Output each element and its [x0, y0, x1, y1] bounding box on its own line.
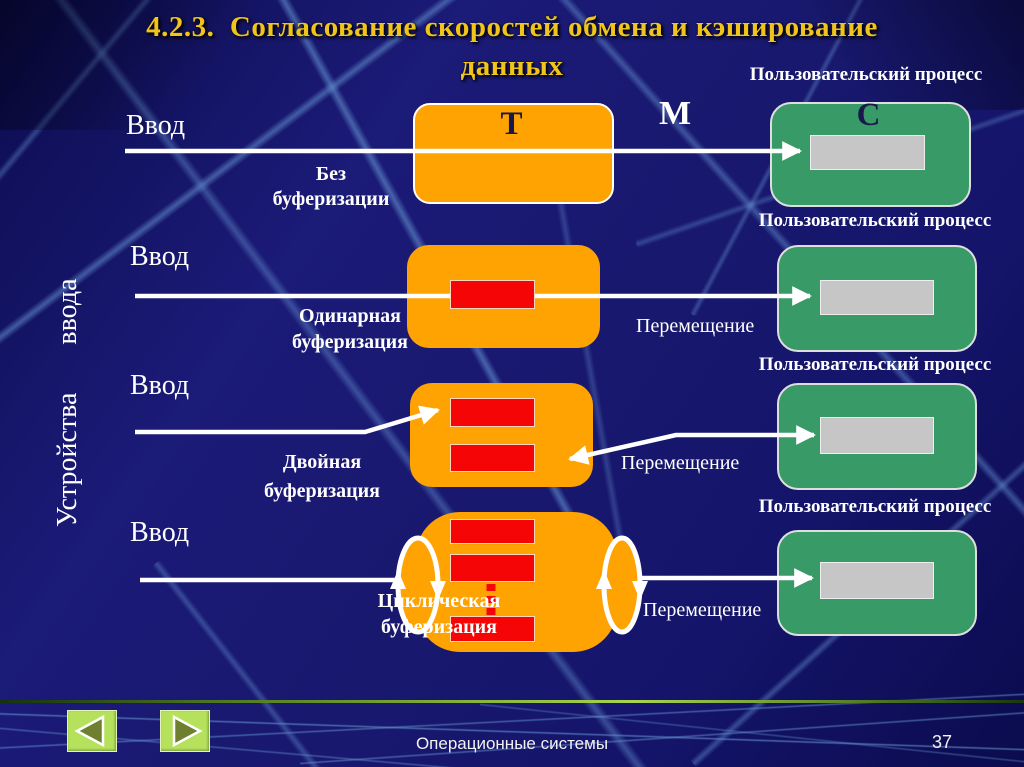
input-label-row1: Ввод	[126, 110, 186, 141]
move-label-row2: Перемещение	[636, 315, 755, 337]
process-memory-cell-row3	[820, 417, 934, 454]
process-label-row2: Пользовательский процесс	[758, 210, 992, 231]
slide-title-line2: данных	[460, 50, 564, 82]
method-line1: Одинарная	[299, 305, 401, 327]
buffer-cell-row2	[450, 280, 535, 309]
side-label-word2: ввода	[52, 278, 83, 345]
footer-course-title: Операционные системы	[415, 734, 609, 753]
device-letter-T: Т	[500, 106, 523, 142]
side-label-input-devices: Устройства ввода	[52, 278, 84, 527]
buffer-cell-row4-c	[450, 616, 535, 642]
triangle-right-icon	[172, 714, 203, 748]
buffer-cell-row3-b	[450, 444, 535, 472]
input-label-row3: Ввод	[130, 370, 190, 401]
method-line1: Без	[315, 163, 347, 185]
next-slide-button[interactable]	[160, 710, 210, 752]
input-label-row2: Ввод	[130, 241, 190, 272]
method-line1: Двойная	[282, 451, 362, 473]
method-label-row4: Циклическая буферизация	[339, 588, 539, 640]
buffer-cell-row4-b	[450, 554, 535, 582]
corner-shadow	[744, 0, 1024, 110]
method-line2: буферизации	[272, 188, 390, 210]
method-label-row3: Двойная буферизация	[222, 448, 422, 506]
process-memory-cell-row2	[820, 280, 934, 315]
previous-slide-button[interactable]	[67, 710, 117, 752]
footer-separator	[0, 700, 1024, 703]
method-line2: буферизация	[263, 480, 380, 502]
buffer-cell-row4-a	[450, 519, 535, 544]
process-memory-cell-row1	[810, 135, 925, 170]
process-label-row3: Пользовательский процесс	[758, 354, 992, 375]
process-label-row1: Пользовательский процесс	[749, 64, 983, 85]
method-label-row2: Одинарная буферизация	[250, 303, 450, 355]
input-label-row4: Ввод	[130, 517, 190, 548]
method-line1: Циклическая	[377, 590, 501, 612]
process-memory-cell-row4	[820, 562, 934, 599]
buffer-cell-row3-a	[450, 398, 535, 427]
memory-letter-M: М	[658, 95, 692, 132]
slide-title-line1: 4.2.3. Согласование скоростей обмена и к…	[146, 11, 878, 43]
triangle-left-icon	[74, 714, 105, 748]
transfer-box-row1	[413, 103, 614, 204]
move-label-row4: Перемещение	[643, 599, 762, 621]
process-letter-C: С	[856, 97, 881, 133]
process-label-row4: Пользовательский процесс	[758, 496, 992, 517]
slide-page-number: 37	[932, 732, 953, 752]
side-label-word1: Устройства	[52, 392, 83, 527]
method-line2: буферизация	[380, 616, 497, 638]
method-label-row1: Без буферизации	[231, 162, 431, 212]
corner-shadow	[0, 0, 320, 130]
method-line2: буферизация	[291, 331, 408, 353]
move-label-row3: Перемещение	[621, 452, 740, 474]
